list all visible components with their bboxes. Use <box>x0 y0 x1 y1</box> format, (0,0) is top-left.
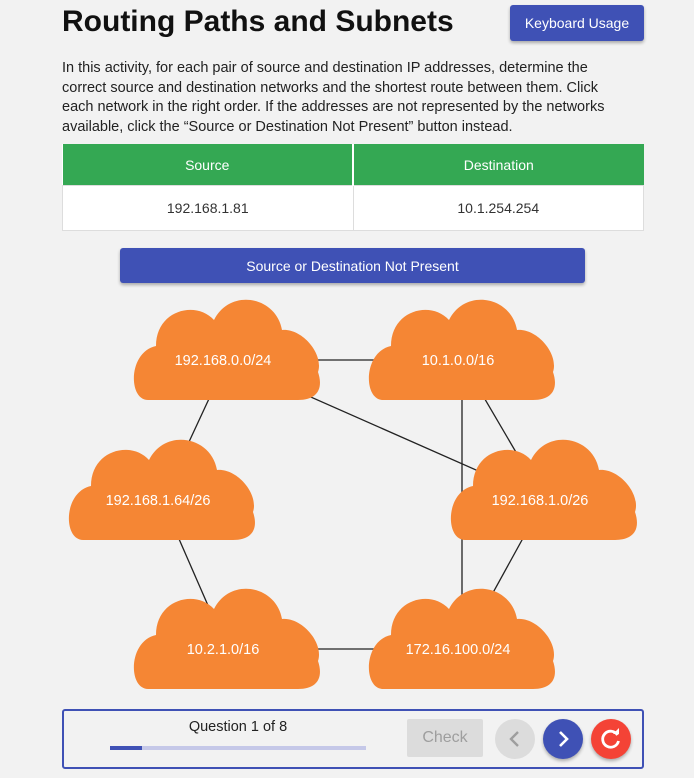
table-row: 192.168.1.81 10.1.254.254 <box>62 185 644 231</box>
network-label: 10.1.0.0/16 <box>422 353 495 369</box>
network-cloud[interactable]: 192.168.0.0/24 <box>133 299 320 400</box>
reset-button[interactable] <box>591 719 631 759</box>
progress-bar <box>110 746 366 750</box>
instructions-text: In this activity, for each pair of sourc… <box>62 60 605 135</box>
network-cloud[interactable]: 10.1.0.0/16 <box>368 299 555 400</box>
source-header: Source <box>62 144 354 186</box>
next-button[interactable] <box>543 719 583 759</box>
network-label: 192.168.0.0/24 <box>175 353 272 369</box>
network-diagram: 192.168.0.0/24 10.1.0.0/16 192.168.1.64/26… <box>68 299 637 689</box>
cloud-shape <box>133 588 320 689</box>
network-label: 192.168.1.0/26 <box>492 493 589 509</box>
network-cloud[interactable]: 192.168.1.64/26 <box>68 439 255 540</box>
network-label: 192.168.1.64/26 <box>106 493 211 509</box>
network-label: 172.16.100.0/24 <box>406 642 511 658</box>
address-table: Source Destination 192.168.1.81 10.1.254… <box>62 144 644 231</box>
previous-button[interactable] <box>495 719 535 759</box>
cloud-shape <box>133 299 320 400</box>
question-footer: Question 1 of 8 Check <box>62 709 644 769</box>
cloud-shape <box>368 588 555 689</box>
keyboard-usage-button[interactable]: Keyboard Usage <box>510 5 644 41</box>
progress-fill <box>110 746 142 750</box>
network-cloud[interactable]: 172.16.100.0/24 <box>368 588 555 689</box>
chevron-right-icon <box>559 731 569 747</box>
network-cloud[interactable]: 10.2.1.0/16 <box>133 588 320 689</box>
destination-header: Destination <box>353 144 644 186</box>
cloud-shape <box>68 439 255 540</box>
cloud-shape <box>368 299 555 400</box>
refresh-icon <box>601 728 620 749</box>
question-counter: Question 1 of 8 <box>188 719 288 735</box>
network-clouds: 192.168.0.0/24 10.1.0.0/16 192.168.1.64/26… <box>68 299 637 689</box>
cloud-shape <box>450 439 637 540</box>
chevron-left-icon <box>509 731 519 747</box>
not-present-button[interactable]: Source or Destination Not Present <box>120 248 585 283</box>
source-address: 192.168.1.81 <box>62 185 354 231</box>
network-cloud[interactable]: 192.168.1.0/26 <box>450 439 637 540</box>
page-title: Routing Paths and Subnets <box>62 5 454 38</box>
check-button[interactable]: Check <box>407 719 483 757</box>
network-label: 10.2.1.0/16 <box>187 642 260 658</box>
destination-address: 10.1.254.254 <box>352 185 644 231</box>
